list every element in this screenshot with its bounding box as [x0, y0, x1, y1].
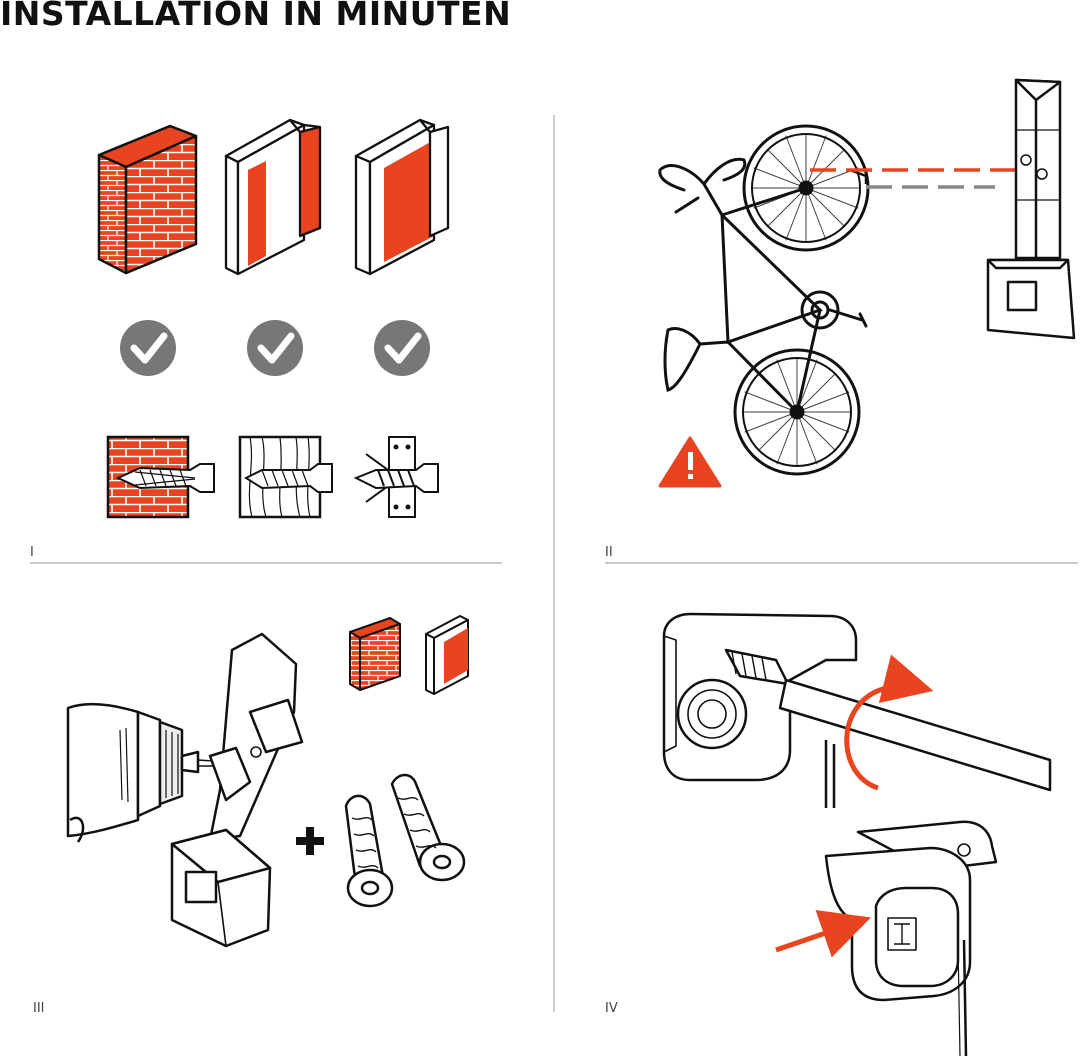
page-title: INSTALLATION IN MINUTEN: [0, 0, 512, 33]
insert-arrow: [775, 910, 871, 958]
rotation-arrow: [844, 654, 934, 791]
panel-3: [66, 615, 469, 948]
panel-2: [658, 78, 1076, 488]
wood-screw-icon: [238, 435, 333, 519]
check-icon-2: [247, 320, 303, 376]
panel-4: [662, 612, 1052, 1057]
panel-label-3: III: [33, 1001, 45, 1016]
bracket-pad-illustration: [824, 820, 998, 1057]
small-brick-icon: [349, 617, 401, 691]
brick-wall-icon: [97, 124, 198, 275]
warning-icon: [658, 436, 722, 488]
bracket-mounting-illustration: [170, 632, 304, 948]
bracket-tightening-illustration: [662, 612, 1052, 808]
panel-1: [97, 118, 450, 519]
wood-panel-icon: [354, 118, 450, 276]
panel-label-1: I: [30, 545, 34, 560]
panel-label-4: IV: [605, 1001, 618, 1016]
panel-label-2: II: [605, 545, 613, 560]
wall-plug-anchors: [344, 773, 466, 908]
check-icon-3: [374, 320, 430, 376]
plus-icon: [296, 827, 324, 855]
wall-bracket-with-guide-lines: [986, 78, 1076, 340]
brick-anchor-icon: [106, 435, 215, 519]
drill-illustration: [66, 702, 229, 843]
bicycle-hanging-illustration: [658, 124, 870, 476]
panel-dividers: [30, 115, 1078, 1012]
drywall-icon: [224, 118, 322, 276]
check-icon-1: [120, 320, 176, 376]
hollow-wall-anchor-icon: [353, 436, 439, 518]
small-drywall-icon: [425, 615, 469, 695]
